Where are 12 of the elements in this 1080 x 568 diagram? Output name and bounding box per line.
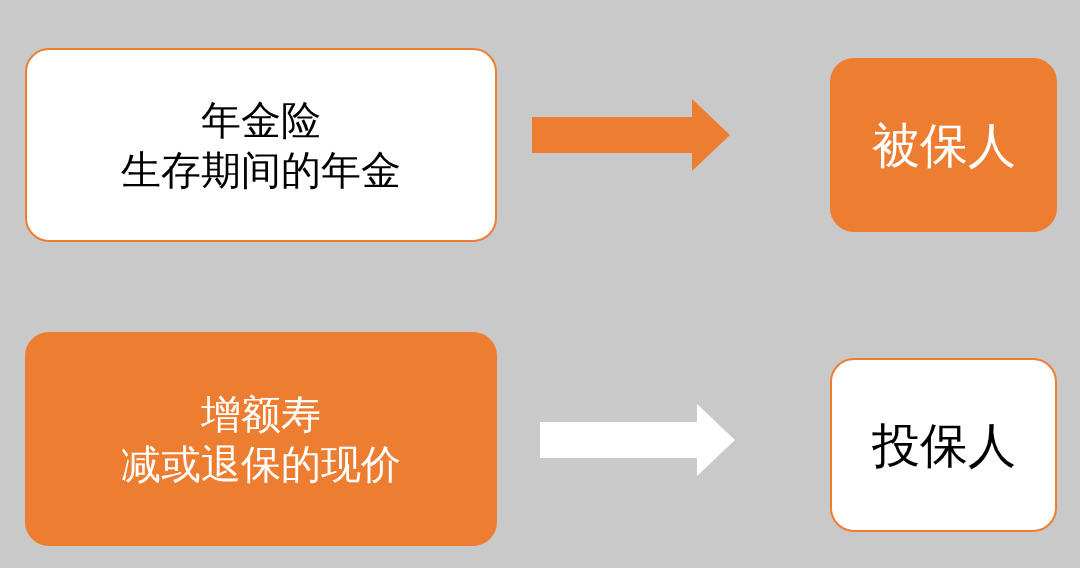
block-arrow [532,99,730,171]
text-box [830,358,1057,532]
box-text: 生存期间的年金 [121,146,401,195]
block-arrow [540,404,735,476]
box-heading: 年金险 [201,96,321,145]
text-box [25,48,497,242]
box-text: 被保人 [871,116,1016,175]
text-box [830,58,1057,232]
box-text: 投保人 [871,416,1016,475]
box-text: 减或退保的现价 [121,440,401,489]
text-box [25,332,497,546]
box-heading: 增额寿 [201,390,321,439]
